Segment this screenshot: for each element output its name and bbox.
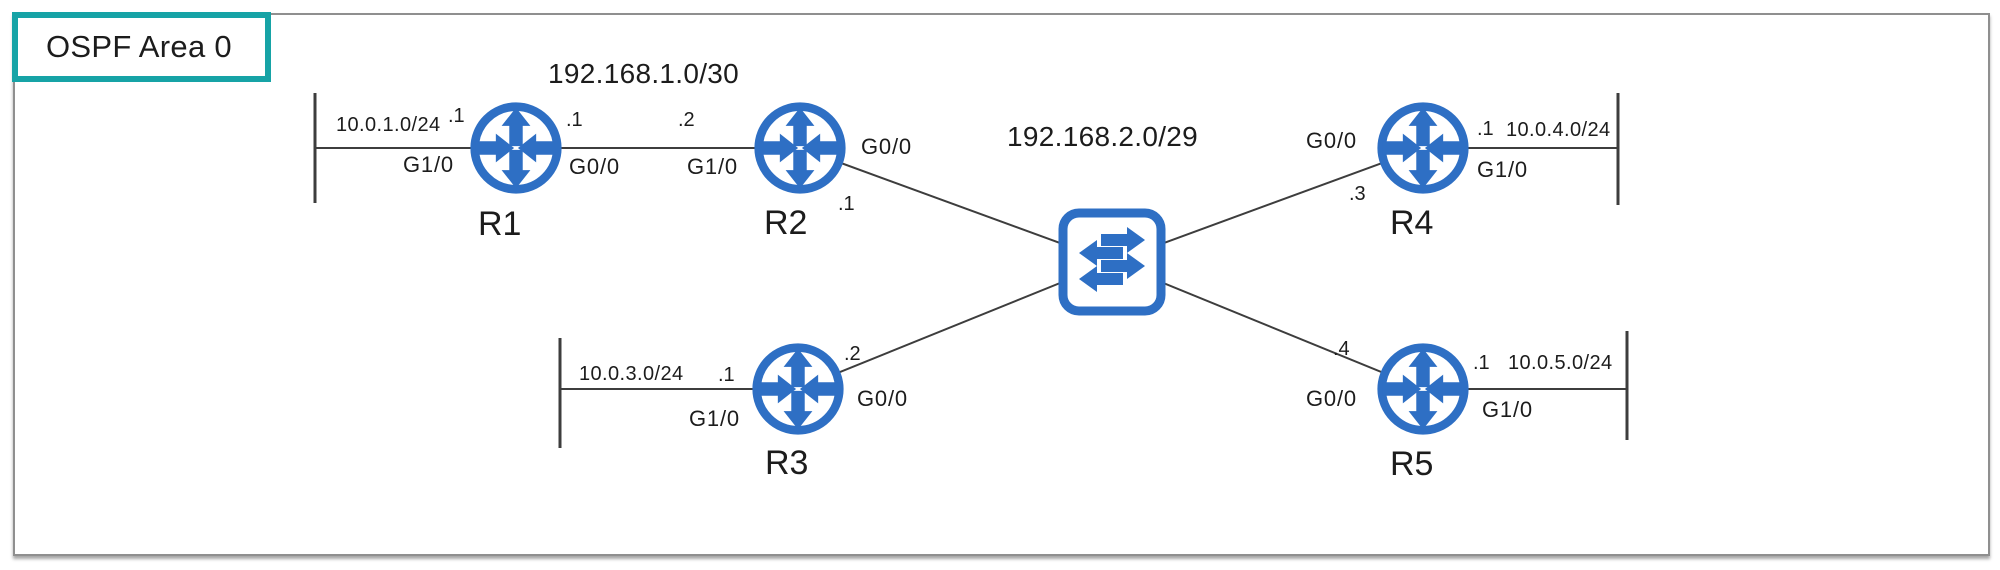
router-icon-r5[interactable] — [1382, 348, 1465, 431]
r1-lan-network-label: 10.0.1.0/24 — [336, 114, 441, 136]
r1-wan-host-octet: .1 — [566, 109, 583, 131]
r5-core-interface-label: G0/0 — [1306, 386, 1357, 411]
r4-lan-host-octet: .1 — [1477, 118, 1494, 140]
r5-lan-network-label: 10.0.5.0/24 — [1508, 352, 1613, 374]
r4-lan-interface-label: G1/0 — [1477, 157, 1528, 182]
r5-core-host-octet: .4 — [1333, 338, 1350, 360]
r5-lan-host-octet: .1 — [1473, 352, 1490, 374]
r3-core-interface-label: G0/0 — [857, 386, 908, 411]
router-icon-r2[interactable] — [759, 107, 842, 190]
r4-core-interface-label: G0/0 — [1306, 128, 1357, 153]
ospf-area-badge: OSPF Area 0 — [12, 12, 271, 82]
r1-lan-host-octet: .1 — [448, 105, 465, 127]
r5-name-label: R5 — [1390, 445, 1434, 483]
router-icon-r4[interactable] — [1382, 107, 1465, 190]
r1-name-label: R1 — [478, 205, 522, 243]
network-label-r1-r2: 192.168.1.0/30 — [548, 58, 740, 89]
r4-core-host-octet: .3 — [1349, 183, 1366, 205]
router-icon-r1[interactable] — [475, 107, 558, 190]
r1-lan-interface-label: G1/0 — [403, 152, 454, 177]
r2-left-interface-label: G1/0 — [687, 154, 738, 179]
r3-lan-network-label: 10.0.3.0/24 — [579, 363, 684, 385]
r3-lan-host-octet: .1 — [718, 364, 735, 386]
area-boundary-box — [13, 13, 1990, 556]
r2-core-interface-label: G0/0 — [861, 134, 912, 159]
r1-wan-interface-label: G0/0 — [569, 154, 620, 179]
network-label-core: 192.168.2.0/29 — [1007, 121, 1199, 152]
r3-lan-interface-label: G1/0 — [689, 406, 740, 431]
switch-icon-core[interactable] — [1063, 213, 1161, 311]
r3-core-host-octet: .2 — [844, 343, 861, 365]
r5-lan-interface-label: G1/0 — [1482, 397, 1533, 422]
r4-lan-network-label: 10.0.4.0/24 — [1506, 119, 1611, 141]
r2-name-label: R2 — [764, 204, 808, 242]
r3-name-label: R3 — [765, 444, 809, 482]
r4-name-label: R4 — [1390, 204, 1434, 242]
ospf-area-label: OSPF Area 0 — [46, 29, 232, 64]
r2-core-host-octet: .1 — [838, 193, 855, 215]
r2-left-host-octet: .2 — [678, 109, 695, 131]
router-icon-r3[interactable] — [757, 348, 840, 431]
